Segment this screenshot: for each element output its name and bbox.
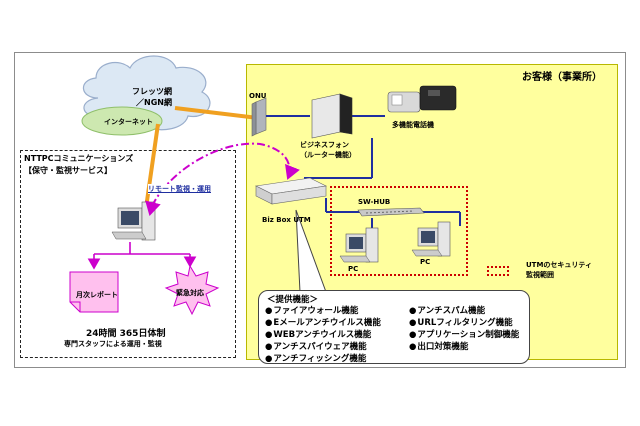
nttpc-subtitle: 【保守・監視サービス】 <box>24 166 112 175</box>
sw-hub-icon <box>357 207 425 217</box>
feature-right-4: 出口対策機能 <box>409 340 468 352</box>
biz-box-utm-icon <box>255 177 327 205</box>
emergency-label: 緊急対応 <box>176 289 204 297</box>
diagram-frame <box>14 52 626 368</box>
features-title: ＜提供機能＞ <box>267 295 319 305</box>
pc-left-icon <box>339 227 379 263</box>
pc-label-left: PC <box>348 265 359 273</box>
utm-security-range <box>330 186 468 276</box>
cloud-label-line2: ／NGN網 <box>136 98 172 107</box>
features-callout: ＜提供機能＞ ファイアウォール機能 Eメールアンチウイルス機能 WEBアンチウイ… <box>258 290 530 364</box>
feature-left-5: アンチフィッシング機能 <box>265 352 366 364</box>
monthly-report-icon <box>69 271 119 313</box>
utm-label: Biz Box UTM <box>262 216 311 224</box>
onu-label: ONU <box>249 92 267 100</box>
pc-label-right: PC <box>420 258 431 266</box>
onu-device-icon <box>251 97 267 137</box>
cloud-label-line1: フレッツ網 <box>132 87 172 96</box>
sw-hub-label: SW-HUB <box>358 198 391 206</box>
legend-swatch <box>487 266 509 276</box>
feature-left-3: WEBアンチウイルス機能 <box>265 328 371 340</box>
internet-ellipse <box>81 106 163 136</box>
business-phone-label-line1: ビジネスフォン <box>300 141 349 149</box>
monthly-report-label: 月次レポート <box>76 291 118 299</box>
customer-title: お客様（事業所） <box>522 72 602 83</box>
internet-label: インターネット <box>104 118 153 126</box>
feature-left-2: Eメールアンチウイルス機能 <box>265 316 380 328</box>
multifunction-phones-icon <box>387 85 457 113</box>
nttpc-title: NTTPCコミュニケーションズ <box>24 154 134 163</box>
support-line1: 24時間 365日体制 <box>86 329 166 339</box>
support-line2: 専門スタッフによる運用・監視 <box>64 340 162 348</box>
feature-right-1: アンチスパム機能 <box>409 304 485 316</box>
monitoring-pc-icon <box>111 201 156 241</box>
legend-line1: UTMのセキュリティ <box>526 261 593 269</box>
remote-monitoring-label: リモート監視・運用 <box>148 184 211 194</box>
emergency-burst-icon <box>164 264 220 316</box>
pc-right-icon <box>411 221 451 257</box>
business-phone-label-line2: （ルーター機能） <box>300 151 356 159</box>
business-phone-icon <box>311 93 353 139</box>
feature-right-2: URLフィルタリング機能 <box>409 316 512 328</box>
phones-label: 多機能電話機 <box>392 121 434 129</box>
feature-left-1: ファイアウォール機能 <box>265 304 358 316</box>
feature-left-4: アンチスパイウェア機能 <box>265 340 366 352</box>
feature-right-3: アプリケーション制御機能 <box>409 328 519 340</box>
legend-line2: 監視範囲 <box>526 271 554 279</box>
